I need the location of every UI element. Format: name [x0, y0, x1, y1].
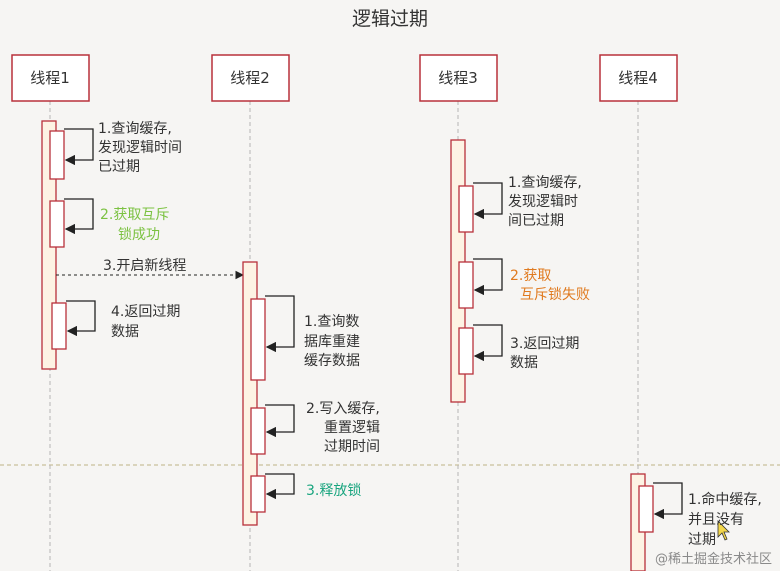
thread1-activation-step4	[51, 302, 67, 350]
thread4-activation-step1	[638, 485, 654, 533]
thread2-activation-step2	[250, 407, 266, 455]
thread2-step2-line3: 过期时间	[324, 439, 380, 455]
thread1-selfcall-1	[64, 128, 94, 166]
thread2-step1-line2: 据库重建	[304, 334, 360, 350]
thread3-activation-step1	[458, 185, 474, 233]
thread2-selfcall-1	[265, 295, 295, 353]
thread2-step2-line1: 2.写入缓存,	[306, 401, 380, 417]
thread1-header: 线程1	[11, 54, 90, 102]
thread2-step2-line2: 重置逻辑	[324, 420, 380, 436]
thread2-step3-label: 3.释放锁	[306, 483, 361, 499]
thread3-step3-line2: 数据	[510, 355, 538, 371]
thread3-step2-line1: 2.获取	[510, 268, 551, 284]
thread1-step2-line1: 2.获取互斥	[100, 207, 169, 223]
thread1-step4-line1: 4.返回过期	[111, 304, 180, 320]
thread4-step1-line3: 过期	[688, 532, 716, 548]
thread3-label: 线程3	[438, 69, 478, 87]
thread4-step1-line2: 并且没有	[688, 512, 744, 528]
thread3-step1-line3: 间已过期	[508, 213, 564, 229]
thread1-activation-step1	[49, 130, 65, 180]
thread2-header: 线程2	[211, 54, 290, 102]
thread2-selfcall-3	[265, 473, 295, 500]
thread2-activation-step1	[250, 298, 266, 381]
thread4-selfcall-1	[653, 482, 683, 520]
thread1-step1-line3: 已过期	[98, 159, 140, 175]
thread2-step1-line3: 缓存数据	[304, 353, 360, 369]
thread3-activation-step3	[458, 327, 474, 375]
thread3-step1-line1: 1.查询缓存,	[508, 175, 582, 191]
thread3-activation-step2	[458, 261, 474, 309]
thread2-label: 线程2	[230, 69, 270, 87]
thread1-step4-line2: 数据	[111, 324, 139, 340]
thread3-selfcall-1	[473, 182, 503, 220]
thread3-step2-line2: 互斥锁失败	[520, 287, 590, 303]
watermark: @稀土掘金技术社区	[654, 552, 772, 567]
thread4-label: 线程4	[618, 69, 658, 87]
thread1-step1-line1: 1.查询缓存,	[98, 121, 172, 137]
mouse-cursor-icon	[717, 520, 730, 541]
diagram-title: 逻辑过期	[351, 8, 428, 30]
thread3-step3-line1: 3.返回过期	[510, 336, 579, 352]
thread3-selfcall-2	[473, 258, 503, 296]
thread3-step1-line2: 发现逻辑时	[508, 194, 578, 210]
thread2-selfcall-2	[265, 404, 295, 438]
thread3-header: 线程3	[419, 54, 498, 102]
thread4-step1-line1: 1.命中缓存,	[688, 491, 762, 508]
thread1-activation-step2	[49, 200, 65, 248]
thread1-step1-line2: 发现逻辑时间	[98, 140, 182, 156]
thread1-step2-line2: 锁成功	[118, 227, 160, 243]
thread2-activation-step3	[250, 475, 266, 513]
thread1-label: 线程1	[30, 69, 70, 87]
thread1-selfcall-4	[66, 300, 96, 337]
thread3-selfcall-3	[473, 324, 503, 362]
thread1-step3-label: 3.开启新线程	[103, 258, 186, 274]
thread1-selfcall-2	[64, 198, 94, 235]
thread2-step1-line1: 1.查询数	[304, 314, 359, 330]
thread4-header: 线程4	[599, 54, 678, 102]
